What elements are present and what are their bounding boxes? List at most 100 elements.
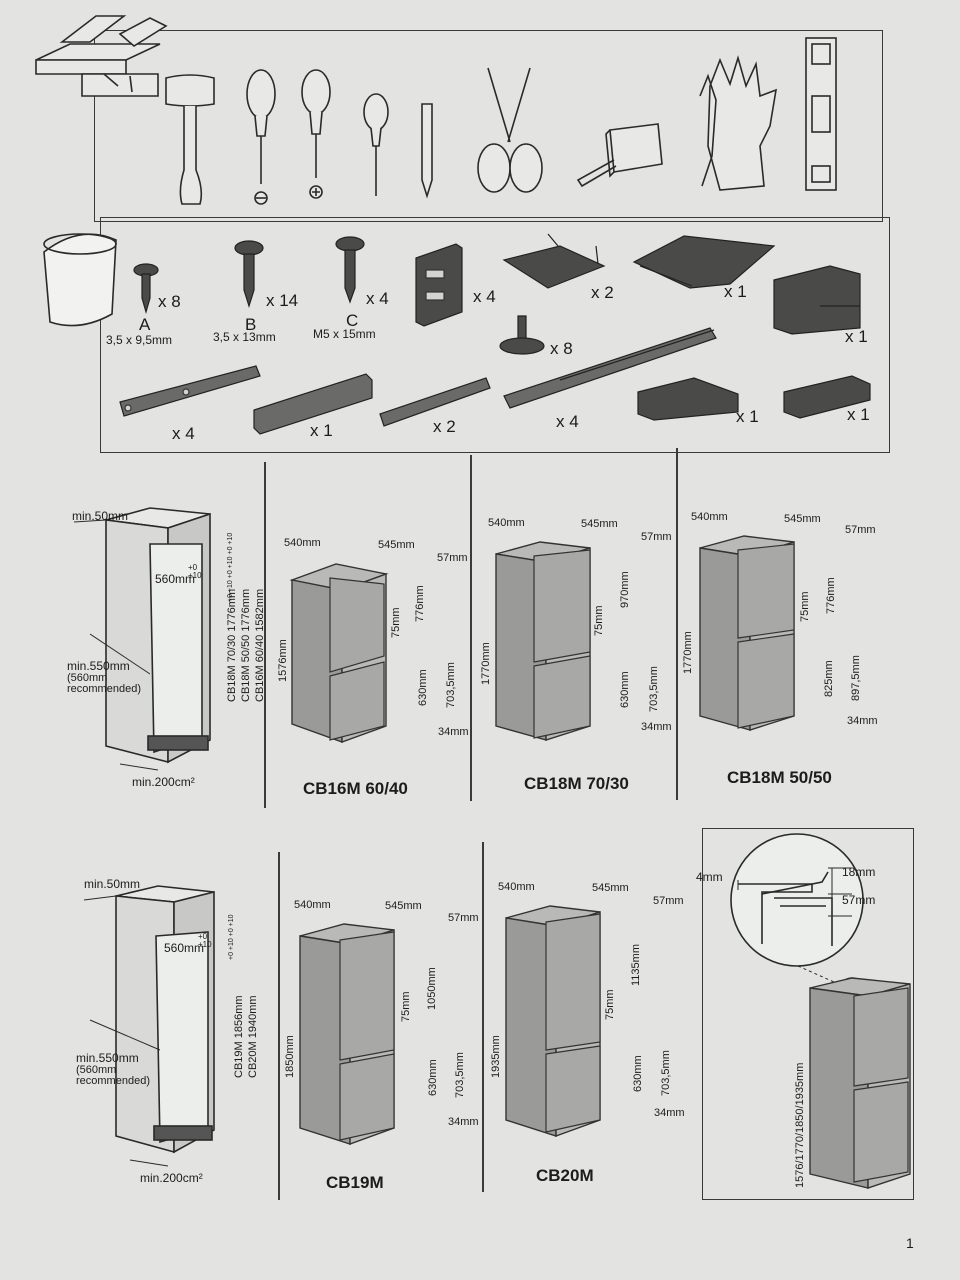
model-name: CB16M 60/40 — [303, 779, 408, 798]
block-3-icon — [783, 375, 871, 419]
dim-lower: 630mm — [427, 1059, 439, 1096]
dim-height: 1770mm — [480, 642, 492, 685]
model-name: CB19M — [326, 1173, 384, 1192]
parts-panel — [100, 217, 890, 453]
long-slide-qty: x 4 — [556, 412, 579, 431]
divider — [676, 448, 678, 800]
dim-lower: 630mm — [417, 669, 429, 706]
dim-lower: 825mm — [823, 660, 835, 697]
niche-vent: min.200cm² — [140, 1171, 203, 1185]
niche-height-tols: +0 +10 +0 +10 +0 +10 — [227, 532, 234, 602]
dim-gap: 75mm — [799, 591, 811, 622]
dim-lower-2: 703,5mm — [454, 1052, 466, 1098]
bracket-qty: x 4 — [473, 287, 496, 306]
dim-lower-2: 703,5mm — [660, 1050, 672, 1096]
detail-panel — [702, 828, 914, 1200]
rail-icon — [119, 365, 261, 417]
screw-b-qty: x 14 — [266, 291, 299, 310]
dim-upper: 970mm — [619, 571, 631, 608]
hinge-cover-qty: x 2 — [591, 283, 614, 302]
block-3-qty: x 1 — [847, 405, 870, 424]
dim-lower: 630mm — [619, 671, 631, 708]
mallet-icon — [165, 74, 215, 205]
screw-a-qty: x 8 — [158, 292, 181, 311]
screw-a-icon — [133, 263, 159, 315]
dim-lower: 630mm — [632, 1055, 644, 1092]
dim-depth: 545mm — [784, 513, 821, 525]
comb-qty: x 1 — [724, 282, 747, 301]
hinge-cover-icon — [502, 233, 606, 289]
plug-icon — [499, 315, 545, 355]
niche-tolerance: +0 +10 — [188, 563, 202, 580]
dim-bottom: 34mm — [654, 1107, 685, 1119]
screw-c-icon — [335, 236, 365, 304]
page-number: 1 — [906, 1235, 914, 1251]
small-screwdriver-icon — [363, 93, 389, 196]
niche-height-1: CB18M 70/30 1776mm — [226, 588, 238, 702]
pencil-icon — [421, 103, 433, 199]
detail-height: 1576/1770/1850/1935mm — [794, 1062, 806, 1188]
niche-height-3: CB16M 60/40 1582mm — [254, 588, 266, 702]
dim-lower-2: 703,5mm — [445, 662, 457, 708]
niche-depth: min.550mm — [76, 1051, 139, 1065]
comb-part-icon — [632, 235, 776, 289]
niche-width: 560mm — [164, 941, 205, 955]
niche-depth: min.550mm — [67, 659, 130, 673]
detail-diagram — [730, 833, 911, 1189]
dim-height: 1850mm — [284, 1035, 296, 1078]
niche-tolerance: +0 +10 — [198, 932, 212, 949]
dim-top: 57mm — [653, 895, 684, 907]
dim-depth: 545mm — [378, 539, 415, 551]
gloves-icon — [699, 55, 778, 191]
parts-bag-icon — [43, 233, 117, 327]
dim-gap: 75mm — [400, 991, 412, 1022]
dim-depth: 545mm — [385, 900, 422, 912]
fridge-diagram-cb16m — [289, 563, 389, 743]
dim-width: 540mm — [498, 881, 535, 893]
right-block-qty: x 1 — [845, 327, 868, 346]
dim-height: 1770mm — [682, 631, 694, 674]
l-bracket-qty: x 1 — [310, 421, 333, 440]
dim-upper: 1135mm — [630, 944, 642, 986]
screw-b-letter: B — [245, 315, 257, 334]
niche-depth-rec-1: (560mm — [76, 1064, 117, 1076]
fridge-diagram-cb18m-7030 — [495, 541, 591, 741]
screw-b-icon — [234, 240, 264, 309]
slide-qty: x 2 — [433, 417, 456, 436]
fridge-diagram-cb19m — [299, 923, 395, 1145]
dim-gap: 75mm — [604, 989, 616, 1020]
dim-bottom: 34mm — [438, 726, 469, 738]
niche-depth-rec-1: (560mm — [67, 672, 108, 684]
niche-diagram — [83, 885, 215, 1167]
detail-dim-b: 57mm — [842, 893, 876, 907]
divider — [278, 852, 280, 1200]
rail-qty: x 4 — [172, 424, 195, 443]
dim-top: 57mm — [641, 531, 672, 543]
block-2-qty: x 1 — [736, 407, 759, 426]
plug-qty: x 8 — [550, 339, 573, 358]
fridge-diagram-cb20m — [505, 905, 601, 1137]
niche-width: 560mm — [155, 572, 196, 586]
dim-gap: 75mm — [593, 605, 605, 636]
dim-upper: 1050mm — [426, 967, 438, 1010]
dim-top: 57mm — [448, 912, 479, 924]
fridge-diagram-cb18m-5050 — [699, 535, 795, 731]
niche-depth-rec-2: recommended) — [67, 683, 141, 695]
dim-upper: 776mm — [414, 585, 426, 622]
niche-height-1: CB19M 1856mm — [233, 995, 245, 1078]
long-slide-icon — [503, 327, 717, 409]
niche-height-2: CB18M 50/50 1776mm — [240, 588, 252, 702]
scissors-icon — [477, 67, 543, 193]
dim-width: 540mm — [284, 537, 321, 549]
divider — [482, 842, 484, 1192]
screw-a-letter: A — [139, 315, 151, 334]
niche-vent: min.200cm² — [132, 775, 195, 789]
dim-width: 540mm — [488, 517, 525, 529]
right-block-icon — [773, 265, 861, 335]
mounting-bracket-icon — [415, 243, 463, 327]
spirit-level-icon — [805, 37, 837, 191]
dim-gap: 75mm — [390, 607, 402, 638]
dim-lower-2: 897,5mm — [850, 655, 862, 701]
tape-measure-icon — [576, 123, 663, 188]
niche-min-top: min.50mm — [84, 877, 141, 891]
